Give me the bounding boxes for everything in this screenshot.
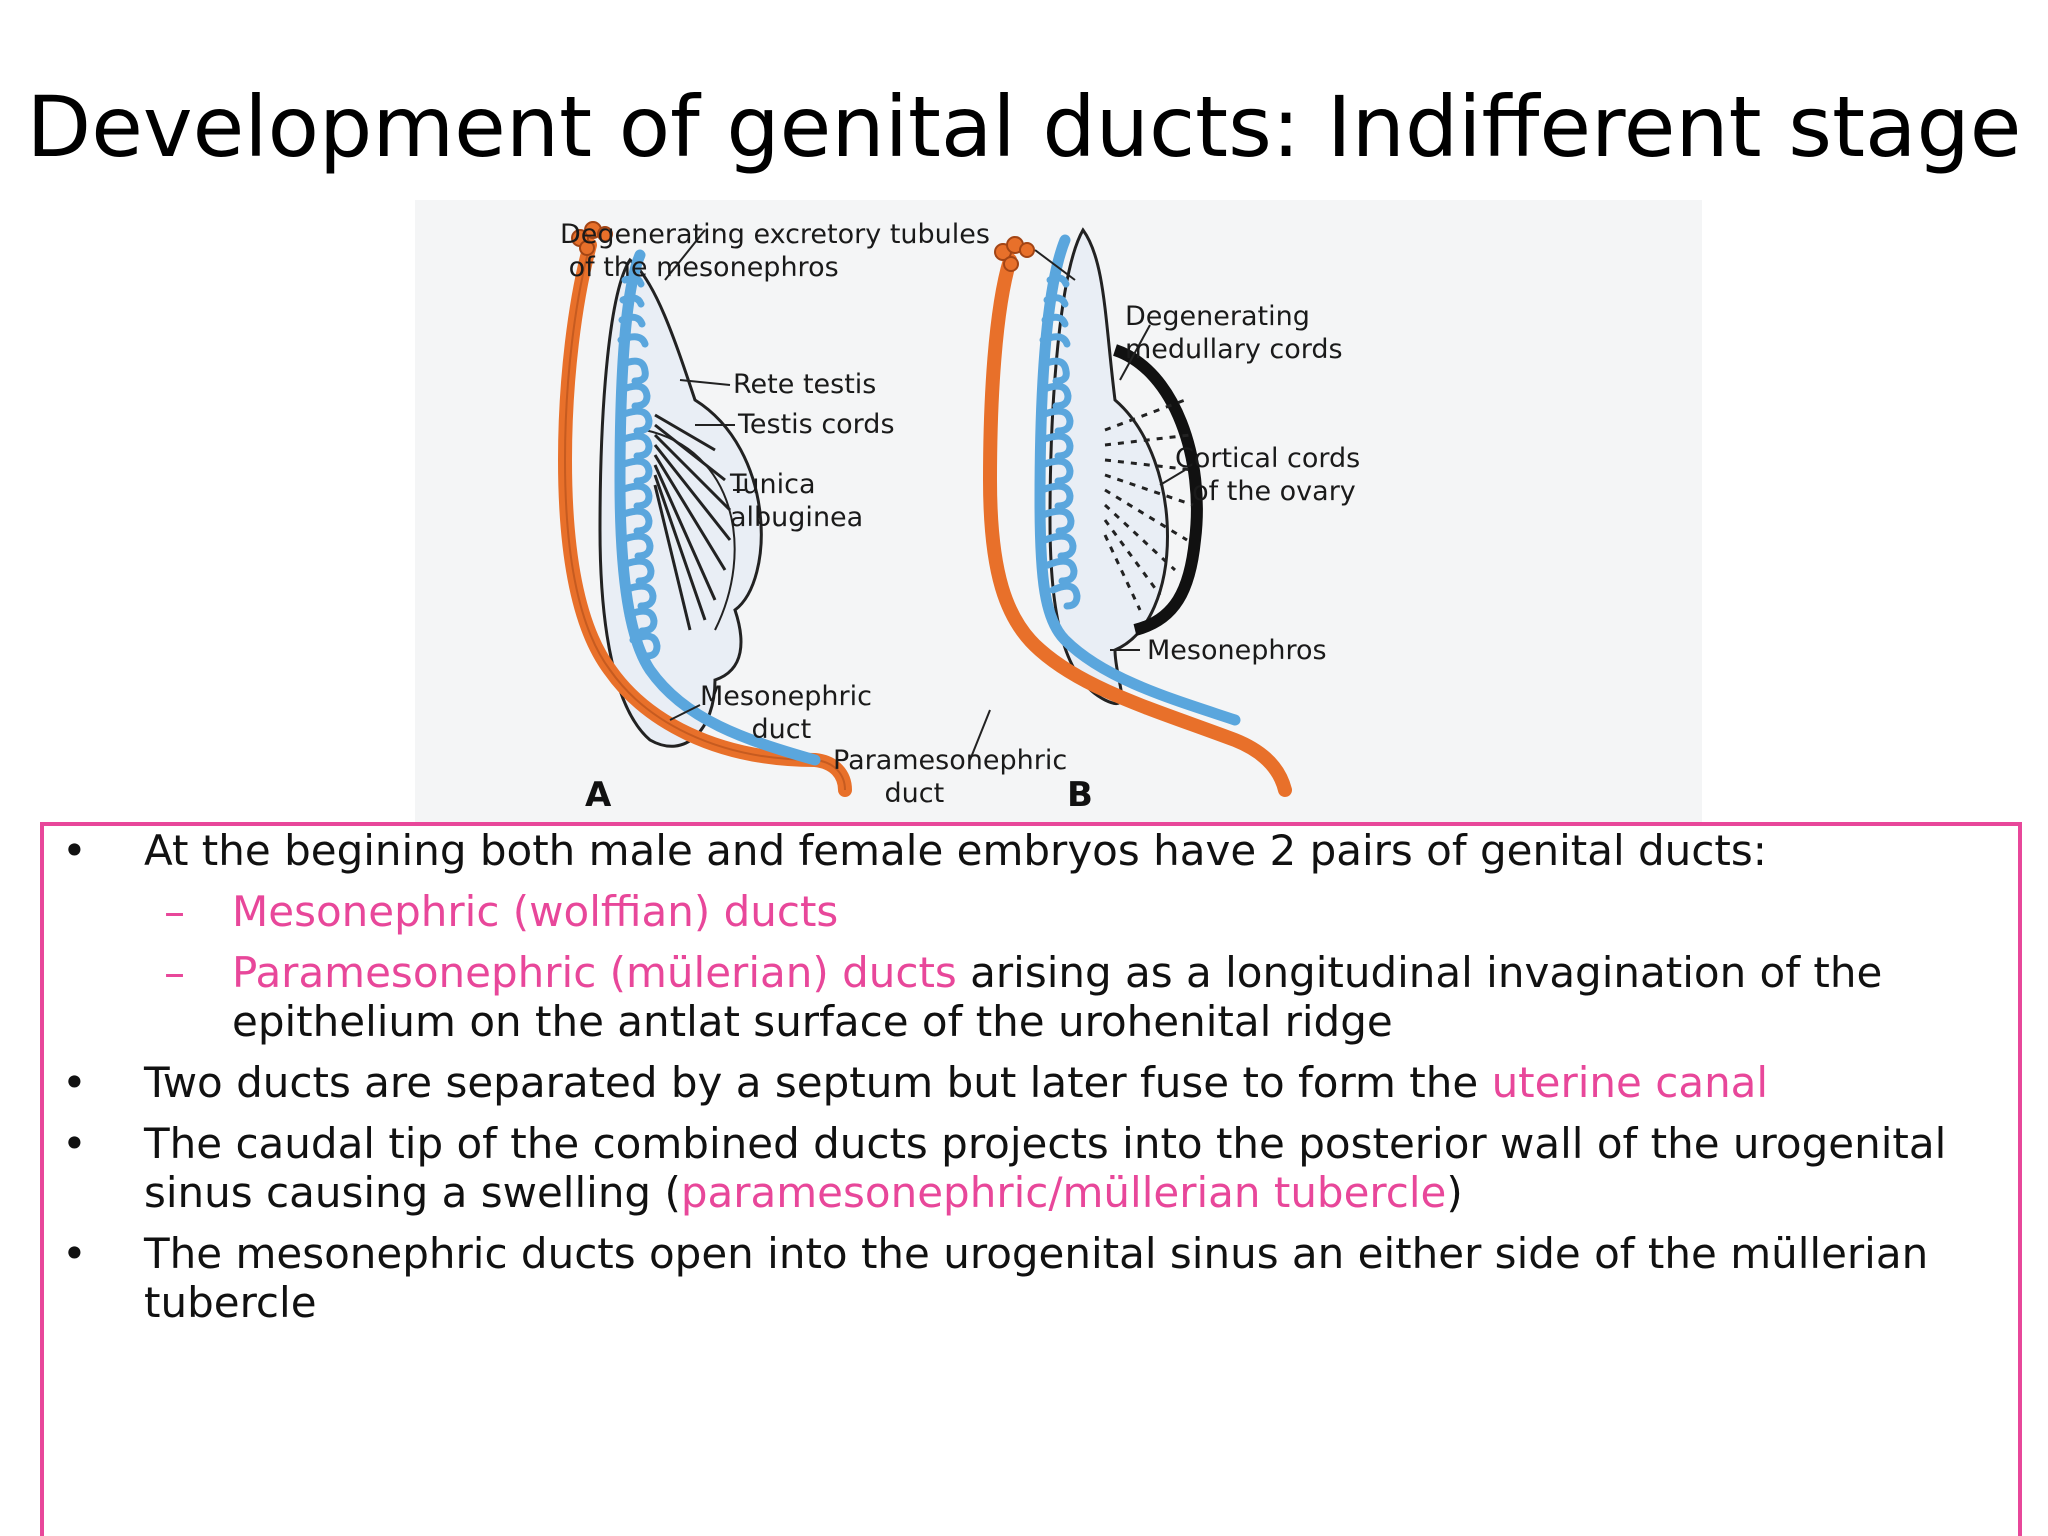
highlight-term: uterine canal <box>1491 1058 1769 1107</box>
bullet-text: The mesonephric ducts open into the urog… <box>144 1229 1929 1278</box>
panel-a-letter: A <box>585 775 612 815</box>
panel-a-drawing <box>557 221 852 797</box>
bullet-text: Two ducts are separated by a septum but … <box>144 1058 2004 1107</box>
label-mesonephric-duct: Mesonephric duct <box>700 681 872 745</box>
continuation-text: sinus causing a swelling (paramesonephri… <box>144 1168 2004 1217</box>
dash-marker: – <box>164 948 185 997</box>
label-cortical-cords: Cortical cords of the ovary <box>1175 443 1361 507</box>
continuation-pre: sinus causing a swelling ( <box>144 1168 681 1217</box>
genital-ducts-figure: Degenerating excretory tubules of the me… <box>415 200 1702 822</box>
label-testis-cords: Testis cords <box>738 409 895 440</box>
sub-bullet-text: Paramesonephric (mülerian) ducts arising… <box>232 948 1992 997</box>
slide-title: Development of genital ducts: Indifferen… <box>26 78 2022 176</box>
bullet-marker: • <box>62 1229 87 1278</box>
label-degenerating-tubules: Degenerating excretory tubules of the me… <box>560 219 990 283</box>
sub-bullet-rest: arising as a longitudinal invagination o… <box>956 948 1883 997</box>
continuation-post: ) <box>1446 1168 1463 1217</box>
bullet-rest: Two ducts are separated by a septum but … <box>144 1058 1492 1107</box>
bullet-marker: • <box>62 826 87 875</box>
panel-b-drawing <box>969 227 1292 797</box>
highlight-term: Paramesonephric (mülerian) ducts <box>232 948 957 997</box>
bullet-text: At the begining both male and female emb… <box>144 826 1767 875</box>
continuation-text: epithelium on the antlat surface of the … <box>232 997 1393 1046</box>
label-rete-testis: Rete testis <box>733 369 877 400</box>
continuation-text: tubercle <box>144 1278 317 1327</box>
sub-bullet-text: Mesonephric (wolffian) ducts <box>232 887 839 936</box>
duct-diagram <box>557 221 1292 797</box>
label-degenerating-medullary: Degenerating medullary cords <box>1125 301 1343 365</box>
bullet-text: The caudal tip of the combined ducts pro… <box>144 1119 1947 1168</box>
notes-box: • At the begining both male and female e… <box>40 822 2022 1536</box>
highlight-term: paramesonephric/müllerian tubercle <box>680 1168 1447 1217</box>
label-mesonephros: Mesonephros <box>1147 635 1327 666</box>
panel-b-letter: B <box>1067 775 1093 815</box>
label-paramesonephric-duct: Paramesonephric duct <box>833 745 1068 809</box>
bullet-marker: • <box>62 1058 87 1107</box>
label-tunica-albuginea: Tunica albuginea <box>730 469 864 533</box>
dash-marker: – <box>164 887 185 936</box>
bullet-marker: • <box>62 1119 87 1168</box>
